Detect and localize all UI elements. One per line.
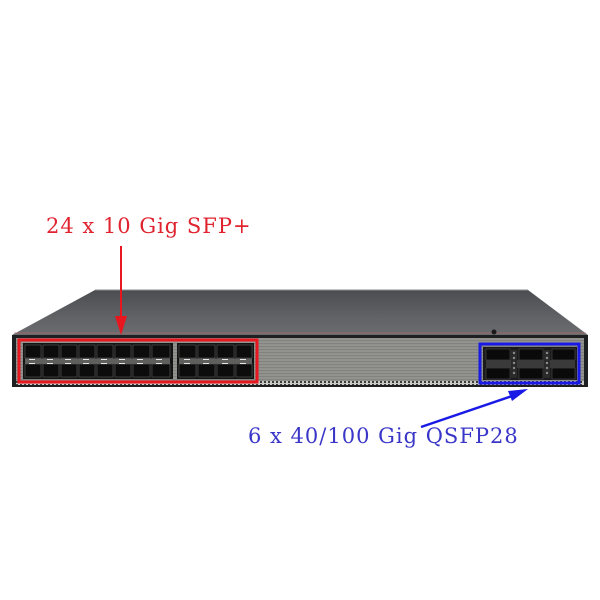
qsfp28-label: 6 x 40/100 Gig QSFP28 (248, 424, 519, 448)
red-arrow-icon (115, 246, 127, 335)
sfp-plus-highlight-box (17, 338, 259, 384)
chassis-top (12, 289, 588, 335)
port-led-indicators (29, 359, 246, 364)
blue-arrow-icon (420, 389, 528, 429)
qsfp28-highlight-box (478, 342, 581, 385)
sfp-plus-port-block (23, 343, 254, 379)
screw-icon (491, 329, 497, 335)
sfp-plus-ports (24, 344, 253, 378)
qsfp28-port-block (483, 347, 577, 380)
qsfp-led-columns (511, 350, 550, 378)
sfp-plus-label: 24 x 10 Gig SFP+ (46, 214, 252, 238)
